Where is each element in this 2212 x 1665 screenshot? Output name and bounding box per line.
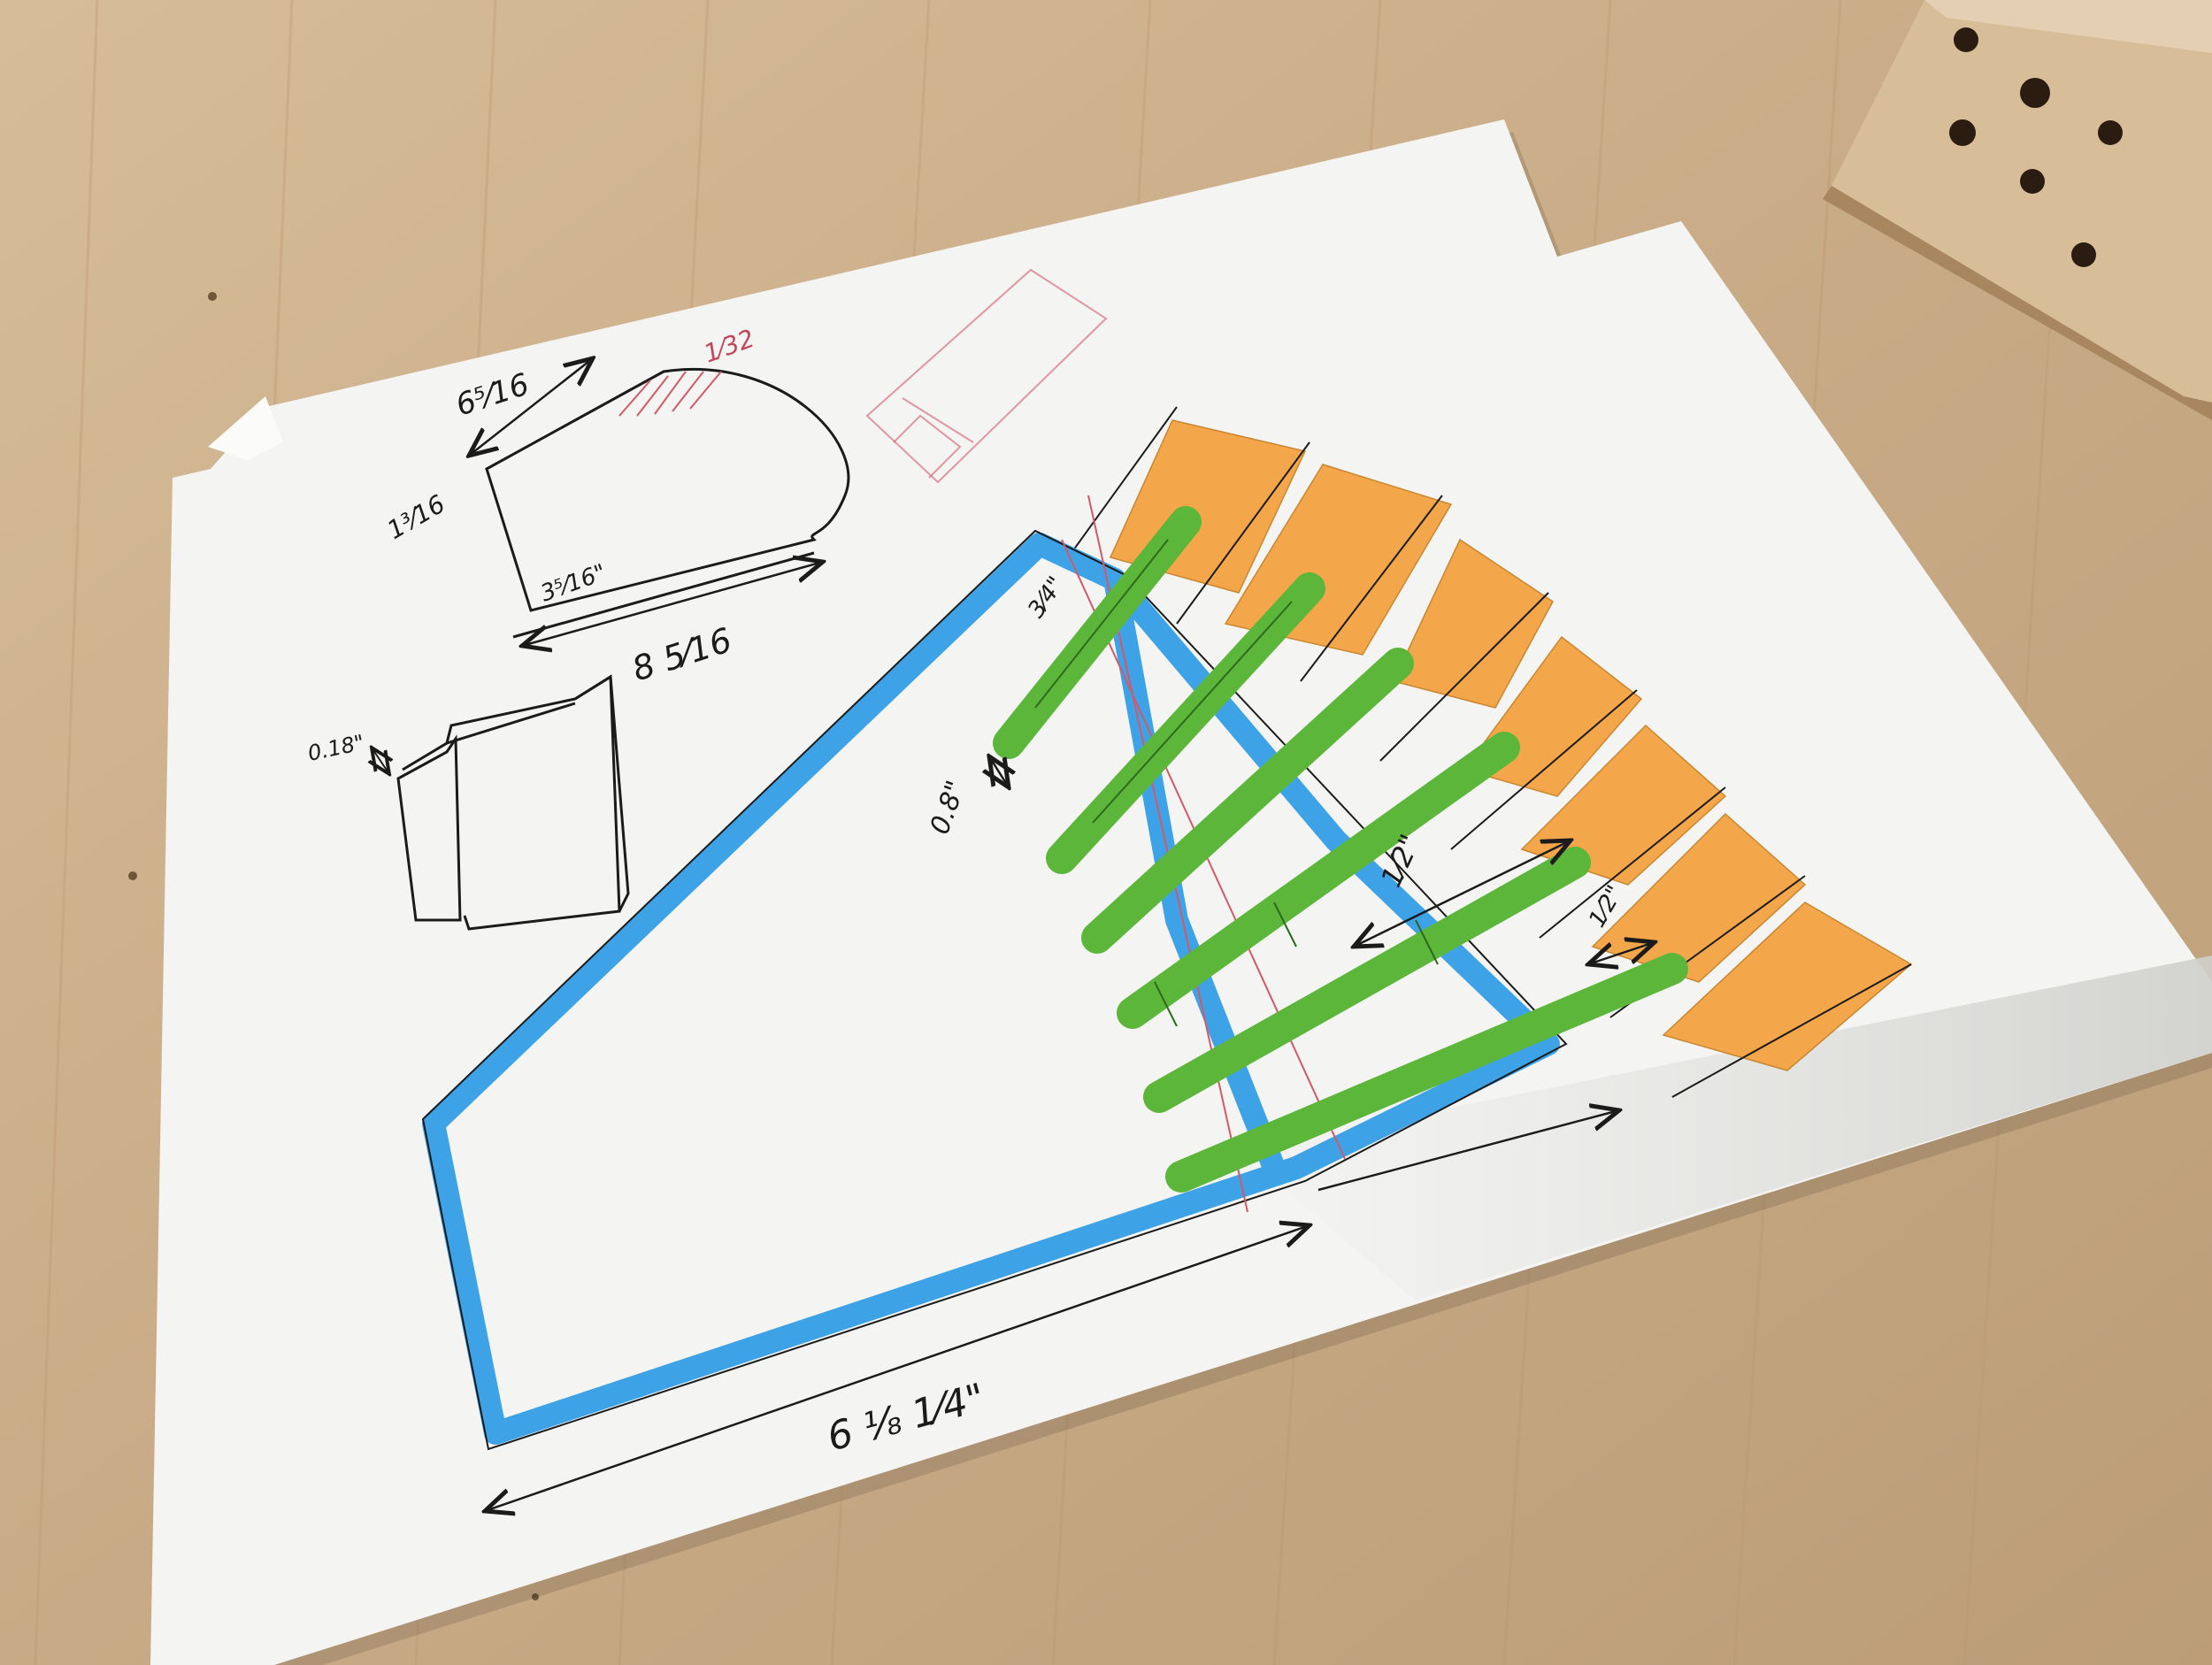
- block-thickness-arrow: [372, 748, 389, 774]
- top-length-arrow: [469, 358, 593, 456]
- spacing-b-arrow: [1588, 942, 1655, 964]
- strip-gap-arrow: [989, 756, 1009, 787]
- red-pencil-sketch: [865, 268, 1108, 484]
- drilled-wood-block: [1823, 0, 2212, 420]
- bottom-length-arrow: [522, 562, 823, 646]
- base-right-arrow: [1317, 1110, 1619, 1192]
- block-sketch: [396, 674, 630, 931]
- base-long-arrow: [485, 1225, 1310, 1511]
- spacing-a-arrow: [1354, 840, 1571, 947]
- diagonal-ink-lines: [1061, 406, 1912, 1098]
